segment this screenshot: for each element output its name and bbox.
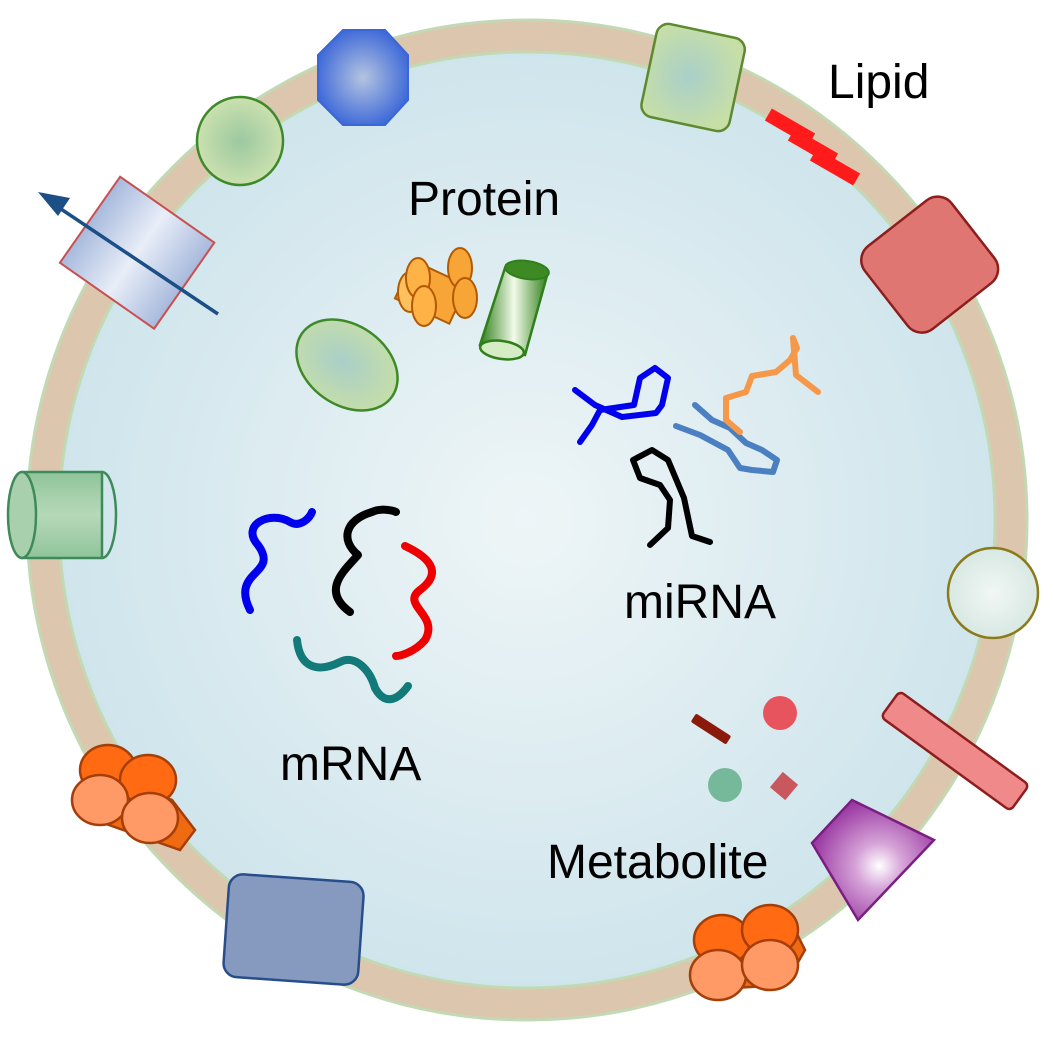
pink-bar-icon <box>881 691 1029 811</box>
orange-cylinders-protein-icon <box>393 247 478 327</box>
mirna-strands-icon <box>572 335 821 548</box>
arrow-shaft <box>51 201 219 316</box>
protein-label: Protein <box>408 173 560 226</box>
lipid-label: Lipid <box>828 56 929 109</box>
arrow-head-icon <box>38 192 70 216</box>
mrna-strands-icon <box>241 505 436 703</box>
lipid-icon <box>764 108 861 186</box>
green-circle-protein-icon <box>195 95 285 187</box>
green-oval-protein-icon <box>295 318 399 412</box>
blue-octagon-protein-icon <box>317 29 409 126</box>
green-square-protein-icon <box>640 22 747 133</box>
metabolite-label: Metabolite <box>547 836 768 889</box>
glass-circle-icon <box>946 546 1040 640</box>
orange-clover-right-icon <box>688 903 807 1002</box>
purple-trapezoid-icon <box>810 798 937 923</box>
blue-square-protein-icon <box>222 873 365 986</box>
red-square-protein-icon <box>860 195 1000 334</box>
blue-slab-transporter-icon <box>58 175 216 331</box>
metabolite-icons <box>691 696 799 802</box>
orange-clover-left-icon <box>70 743 197 852</box>
mirna-label: miRNA <box>624 576 776 629</box>
green-cylinder-protein-icon <box>478 259 550 361</box>
green-barrel-icon <box>6 470 118 560</box>
mrna-label: mRNA <box>280 738 421 791</box>
